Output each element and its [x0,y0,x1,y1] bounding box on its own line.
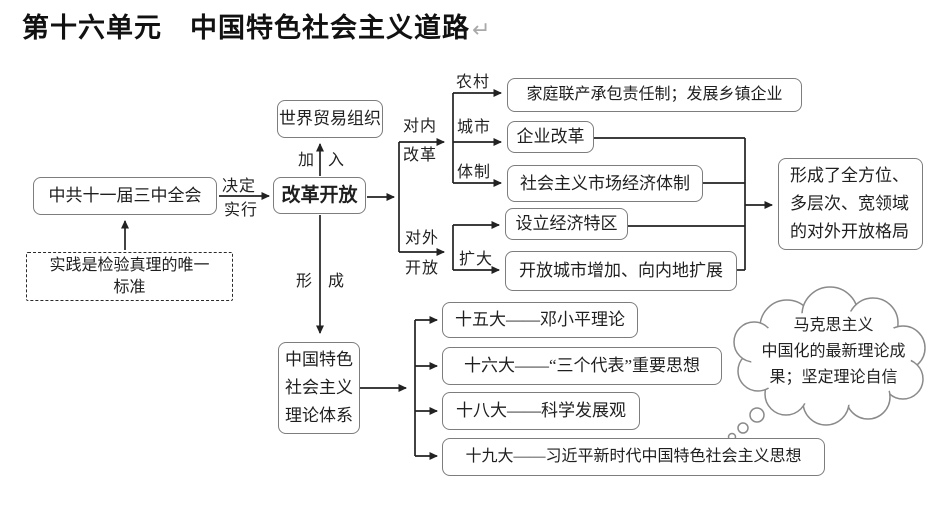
bubble-line-3: 果；坚定理论自信 [769,369,898,386]
theory-line-3: 理论体系 [285,406,353,425]
node-congress-16: 十六大——“三个代表”重要思想 [442,347,722,385]
node-wto: 世界贸易组织 [277,100,383,138]
flow-arrows [121,89,773,460]
pattern-line-2: 多层次、宽领域 [790,194,909,213]
pattern-line-3: 的对外开放格局 [790,222,909,241]
label-system: 体制 [457,164,492,181]
practice-line-1: 实践是检验真理的唯一 [49,256,210,274]
label-external-top: 对外 [405,230,440,247]
label-form-right: 成 [328,273,346,290]
label-decide: 决定 [222,178,257,195]
return-mark-icon: ↵ [472,17,492,42]
node-open-cities: 开放城市增加、向内地扩展 [505,251,737,291]
bubble-line-1: 马克思主义 [793,317,874,334]
node-special-economic-zones: 设立经济特区 [505,208,628,240]
page-title-text: 第十六单元 中国特色社会主义道路 [22,13,470,43]
page-title: 第十六单元 中国特色社会主义道路↵ [22,6,491,45]
label-internal-top: 对内 [403,118,438,135]
bubble-line-2: 中国化的最新理论成 [761,343,906,360]
label-join-left: 加 [298,152,316,169]
theory-line-1: 中国特色 [285,350,353,369]
label-form-left: 形 [296,273,314,290]
label-implement: 实行 [224,202,259,219]
node-congress-15: 十五大——邓小平理论 [442,302,638,338]
label-external-bottom: 开放 [405,260,440,277]
node-congress-18: 十八大——科学发展观 [442,392,640,430]
node-market-economy-system: 社会主义市场经济体制 [507,165,703,202]
label-rural: 农村 [456,74,491,91]
node-opening-pattern: 形成了全方位、 多层次、宽领域 的对外开放格局 [778,158,923,250]
node-household-responsibility: 家庭联产承包责任制；发展乡镇企业 [507,78,802,112]
label-city: 城市 [457,119,492,136]
practice-line-2: 标准 [113,278,146,296]
pattern-line-1: 形成了全方位、 [790,166,909,185]
theory-line-2: 社会主义 [285,378,353,397]
node-congress-19: 十九大——习近平新时代中国特色社会主义思想 [442,438,825,476]
thought-bubble-text: 马克思主义 中国化的最新理论成 果；坚定理论自信 [741,313,926,391]
label-internal-bottom: 改革 [403,147,438,164]
label-join-right: 入 [328,152,346,169]
thought-bubble-icon [727,286,926,442]
node-practice-criterion: 实践是检验真理的唯一 标准 [26,252,233,301]
node-third-plenum: 中共十一届三中全会 [33,177,217,215]
label-expand: 扩大 [459,251,494,268]
node-theory-system: 中国特色 社会主义 理论体系 [278,342,360,434]
node-enterprise-reform: 企业改革 [507,121,594,153]
node-reform-opening: 改革开放 [273,177,366,214]
